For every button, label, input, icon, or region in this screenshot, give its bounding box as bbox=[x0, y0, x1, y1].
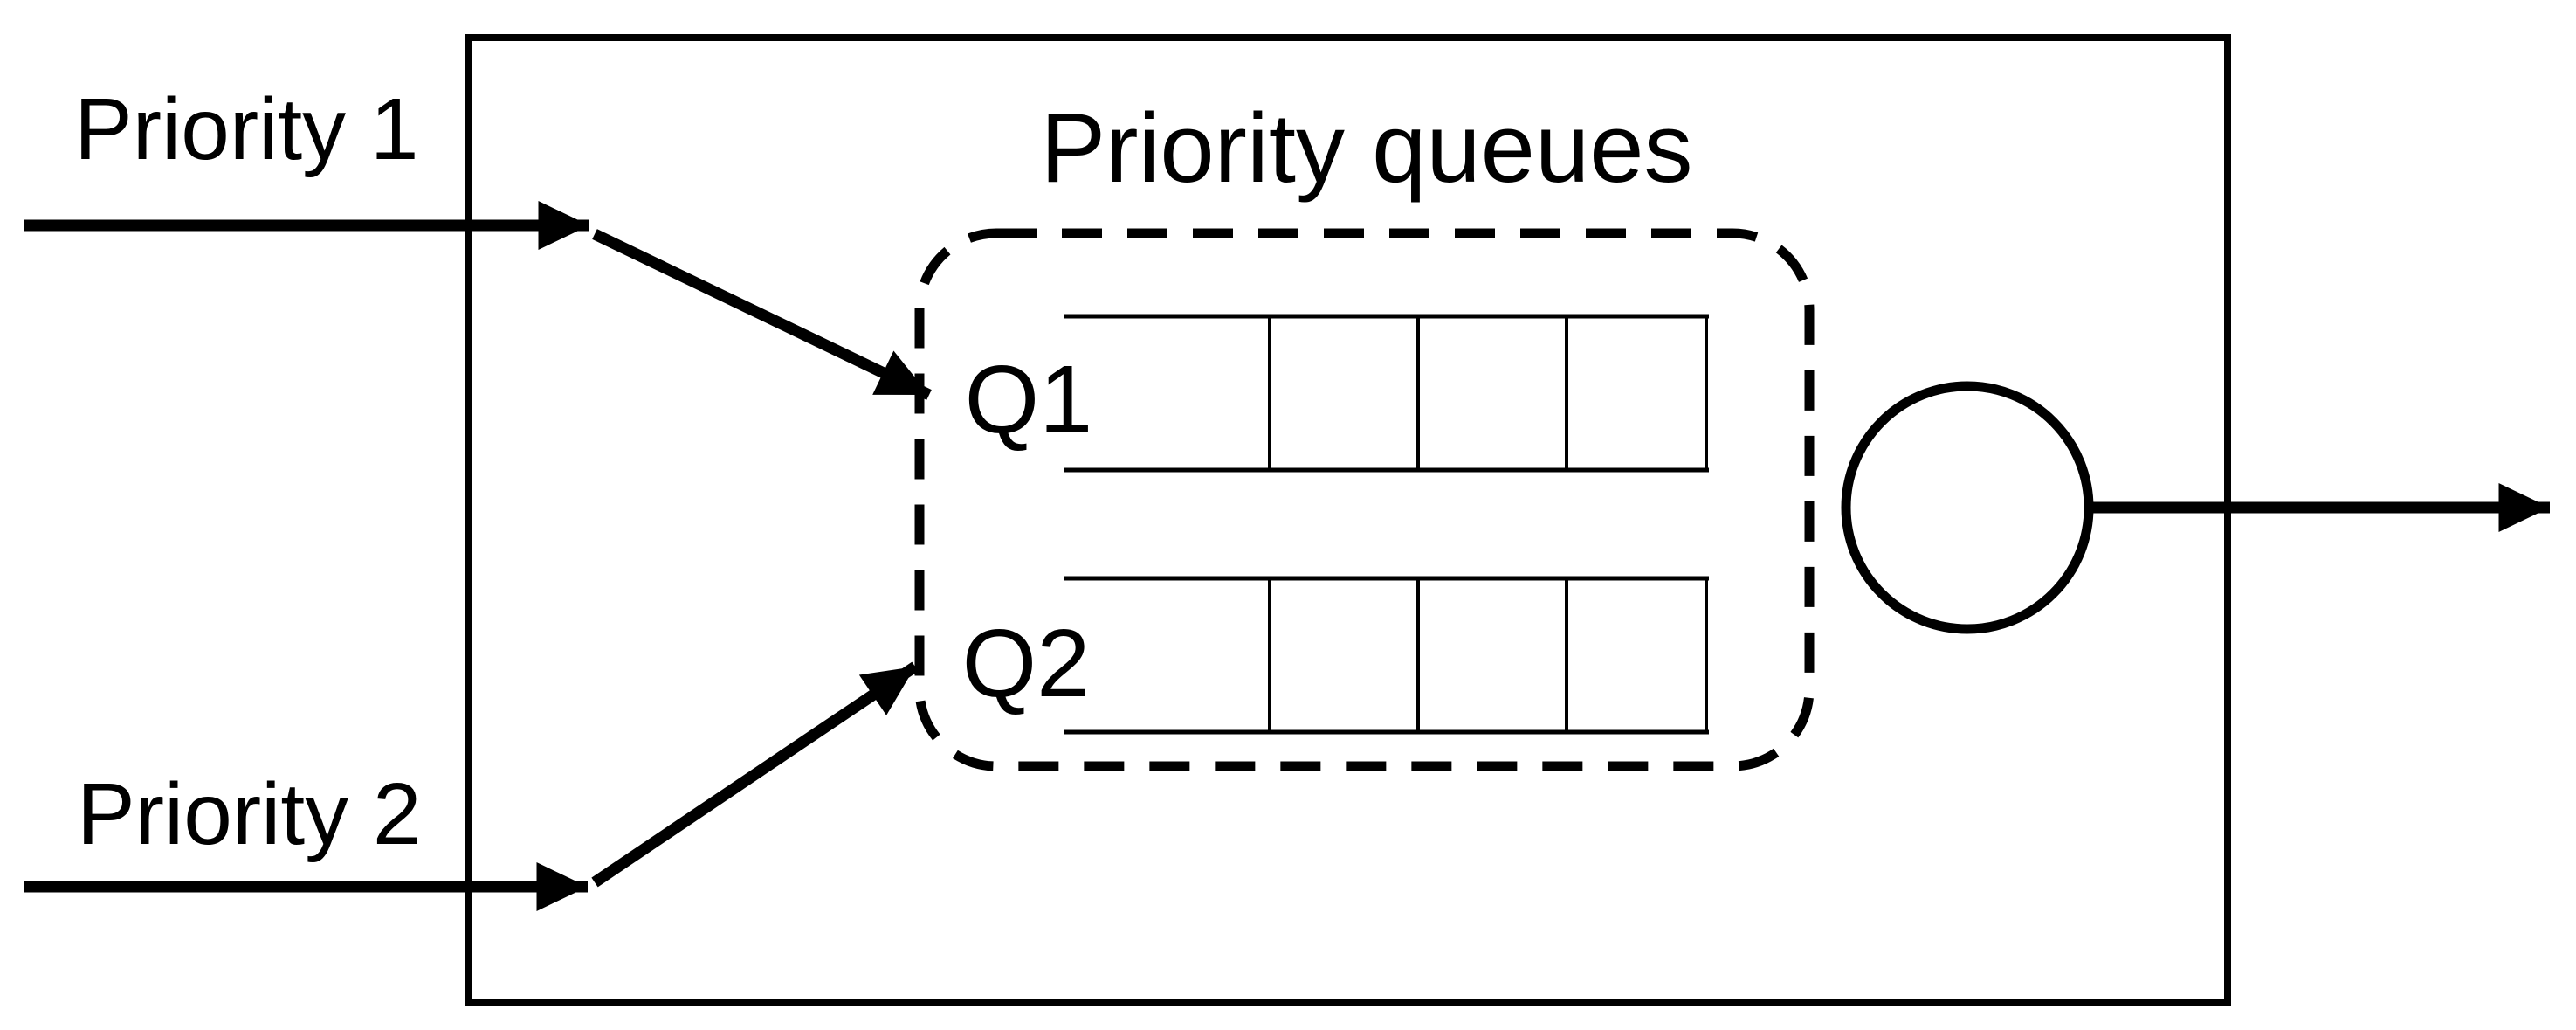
priority-queues-title: Priority queues bbox=[1040, 93, 1692, 203]
queue-q1-label: Q1 bbox=[965, 346, 1093, 453]
priority1-to-q1-arrow bbox=[592, 229, 932, 400]
priority2-to-q2-arrow bbox=[591, 661, 919, 888]
queue-q1: Q1 bbox=[965, 314, 1709, 473]
server-circle bbox=[1841, 381, 2094, 634]
queue-q2-label: Q2 bbox=[962, 610, 1091, 717]
system-boundary-box bbox=[465, 34, 2231, 1006]
priority1-label: Priority 1 bbox=[74, 80, 419, 178]
priority2-label: Priority 2 bbox=[77, 765, 422, 863]
queue-q2: Q2 bbox=[962, 576, 1709, 735]
priority-queues-dashed-container bbox=[914, 228, 1815, 771]
